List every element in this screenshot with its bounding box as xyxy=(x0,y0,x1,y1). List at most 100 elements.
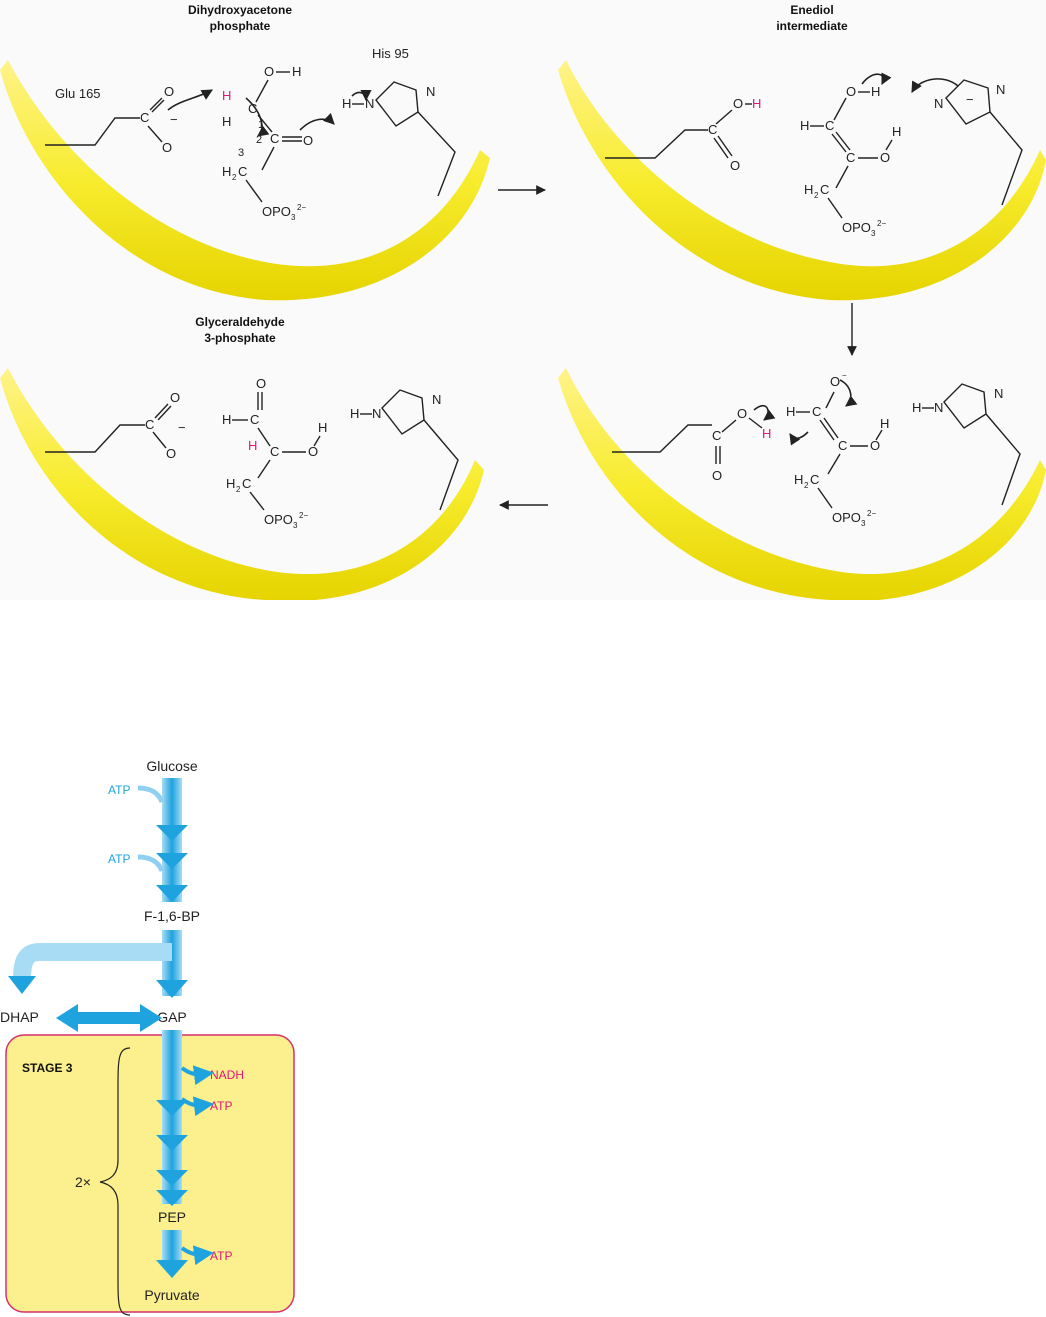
svg-text:N: N xyxy=(426,84,435,99)
svg-text:C: C xyxy=(708,122,717,137)
svg-text:O: O xyxy=(730,158,740,173)
panel1-title-line2: phosphate xyxy=(210,19,271,33)
svg-text:O: O xyxy=(870,438,880,453)
svg-text:N: N xyxy=(934,96,943,111)
svg-text:C: C xyxy=(140,110,149,125)
svg-text:N: N xyxy=(994,386,1003,401)
svg-text:H: H xyxy=(222,412,231,427)
svg-text:N: N xyxy=(934,400,943,415)
svg-text:N: N xyxy=(996,82,1005,97)
svg-text:O: O xyxy=(712,468,722,483)
svg-text:C: C xyxy=(145,417,154,432)
enzyme-ribbon xyxy=(558,368,1046,600)
carbon-1-label: 1 xyxy=(258,119,264,131)
pep-label: PEP xyxy=(158,1209,186,1225)
transferred-h: H xyxy=(762,426,771,441)
svg-text:C: C xyxy=(250,412,259,427)
stage-3-brace xyxy=(99,1047,131,1316)
svg-text:N: N xyxy=(365,96,374,111)
svg-text:H: H xyxy=(222,114,231,129)
phosphate-group-1: OPO xyxy=(262,204,291,219)
svg-text:H: H xyxy=(292,64,301,79)
phosphate-group-3: OPO xyxy=(832,510,861,525)
svg-text:C: C xyxy=(820,182,829,197)
svg-text:H: H xyxy=(804,182,813,197)
atp-input-2: ATP xyxy=(108,852,130,866)
carbon-3-label: 3 xyxy=(238,147,244,159)
svg-text:O: O xyxy=(256,376,266,391)
transferred-h: H xyxy=(222,88,231,103)
svg-text:2−: 2− xyxy=(297,203,306,212)
svg-text:H: H xyxy=(794,472,803,487)
svg-text:O: O xyxy=(303,133,313,148)
svg-text:O: O xyxy=(846,84,856,99)
atp-branch-arrow-2 xyxy=(180,1245,214,1266)
svg-text:O: O xyxy=(164,84,174,99)
pathway-arrow-dhap-gap xyxy=(56,1004,162,1032)
svg-text:H: H xyxy=(800,118,809,133)
phosphate-group-2: OPO xyxy=(842,220,871,235)
svg-text:3: 3 xyxy=(861,519,866,528)
carboxylate-charge: − xyxy=(170,112,178,127)
f16bp-label: F-1,6-BP xyxy=(144,908,200,924)
panel4-title-line1: Glyceraldehyde xyxy=(195,315,285,329)
svg-text:O: O xyxy=(880,150,890,165)
svg-text:−: − xyxy=(842,371,847,380)
atp-output-2: ATP xyxy=(210,1249,232,1263)
phosphate-group-4: OPO xyxy=(264,512,293,527)
pathway-arrow-pep-to-pyruvate xyxy=(156,1230,188,1278)
transferred-h: H xyxy=(248,438,257,453)
atp-output-1: ATP xyxy=(210,1099,232,1113)
imidazolate-charge: − xyxy=(966,92,974,107)
pathway-arrow-gap-to-pep xyxy=(156,1030,188,1206)
glycolysis-stage-3-overview: STAGE 3 Glucose ATP ATP F-1,6-BP DHAP GA… xyxy=(0,758,295,1316)
svg-text:O: O xyxy=(733,96,743,111)
glu-165-label: Glu 165 xyxy=(55,86,101,101)
svg-text:O: O xyxy=(166,446,176,461)
svg-text:H: H xyxy=(222,164,231,179)
svg-text:O: O xyxy=(830,374,840,389)
nadh-output: NADH xyxy=(210,1068,244,1082)
svg-text:2: 2 xyxy=(236,485,241,494)
glu-side-chain xyxy=(45,117,140,146)
nadh-branch-arrow xyxy=(180,1065,214,1086)
svg-text:H: H xyxy=(318,420,327,435)
svg-text:C: C xyxy=(838,438,847,453)
panel2-title-line1: Enediol xyxy=(790,3,833,17)
svg-text:C: C xyxy=(248,101,257,116)
enzyme-ribbon xyxy=(0,60,490,301)
svg-text:H: H xyxy=(871,84,880,99)
panel-glyceraldehyde-3-phosphate: Glyceraldehyde 3-phosphate C O O − O H C… xyxy=(0,315,484,600)
svg-text:H: H xyxy=(342,96,351,111)
atp-branch-arrow-1 xyxy=(180,1096,214,1117)
svg-text:3: 3 xyxy=(291,213,296,222)
his-95-label: His 95 xyxy=(372,46,409,61)
svg-text:O: O xyxy=(170,390,180,405)
glucose-label: Glucose xyxy=(146,758,198,774)
svg-text:N: N xyxy=(372,406,381,421)
panel4-title-line2: 3-phosphate xyxy=(204,331,276,345)
pathway-arrow-glucose-to-f16bp xyxy=(156,778,188,902)
enzyme-ribbon xyxy=(0,368,484,600)
atp-input-1: ATP xyxy=(108,783,130,797)
atp-feed-arrow-1 xyxy=(137,785,165,804)
svg-text:H: H xyxy=(786,404,795,419)
svg-text:2: 2 xyxy=(232,173,237,182)
svg-text:C: C xyxy=(270,444,279,459)
pyruvate-label: Pyruvate xyxy=(144,1287,199,1303)
panel2-title-line2: intermediate xyxy=(776,19,848,33)
his-side-chain xyxy=(417,111,456,197)
svg-text:C: C xyxy=(238,164,247,179)
transferred-h: H xyxy=(752,96,761,111)
svg-text:2−: 2− xyxy=(877,219,886,228)
svg-text:C: C xyxy=(270,131,279,146)
svg-text:O: O xyxy=(308,444,318,459)
svg-text:2−: 2− xyxy=(299,511,308,520)
svg-text:3: 3 xyxy=(293,521,298,530)
panel-enediol-intermediate: Enediol intermediate C O H O H C O H C O… xyxy=(558,3,1046,301)
panel-enediol-protonation: C O H O O − H C C O H H 2 C OPO 3 2− H N… xyxy=(558,368,1046,600)
svg-text:2: 2 xyxy=(804,481,809,490)
svg-text:H: H xyxy=(350,406,359,421)
svg-text:N: N xyxy=(432,392,441,407)
svg-text:H: H xyxy=(912,400,921,415)
